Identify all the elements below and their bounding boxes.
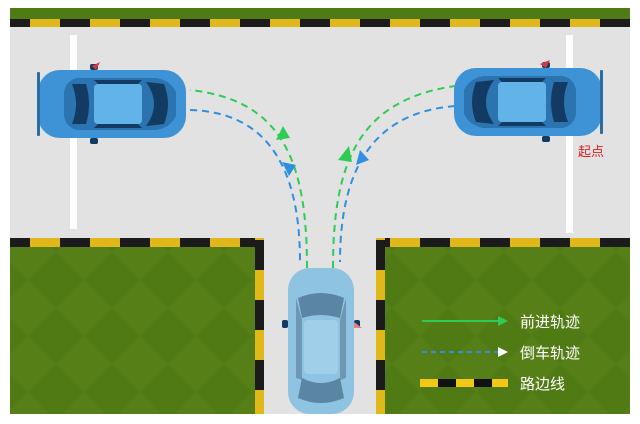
reverse-arrowhead-right [356,150,369,165]
car-right [454,60,603,142]
car-bottom [282,268,362,414]
curb-swatch [420,379,508,387]
reverse-arrowhead-left [282,162,296,176]
forward-track-right [332,85,456,269]
forward-track-left [189,89,308,269]
forward-arrowhead-left [276,126,290,140]
top-grass [10,8,630,20]
grass-left [10,246,256,414]
legend-item-forward: 前进轨迹 [420,310,620,332]
curb-right-vertical [376,238,385,414]
legend: 前进轨迹 倒车轨迹 路边线 [420,310,620,400]
car-left [37,62,186,144]
start-point-label: 起点 [578,145,605,160]
legend-item-curb: 路边线 [420,372,620,394]
reverse-track-swatch [422,347,508,357]
reverse-track-right [339,105,456,263]
forward-track-swatch [422,316,508,326]
forward-arrowhead-right [338,146,352,162]
legend-item-reverse: 倒车轨迹 [420,341,620,363]
legend-label-curb: 路边线 [520,375,566,393]
top-curb [10,19,630,27]
curb-right-horizontal [376,238,630,247]
curb-left-horizontal [10,238,264,247]
curb-left-vertical [255,238,264,414]
legend-label-forward: 前进轨迹 [520,313,581,331]
legend-label-reverse: 倒车轨迹 [520,344,581,362]
reverse-track-left [189,109,301,263]
